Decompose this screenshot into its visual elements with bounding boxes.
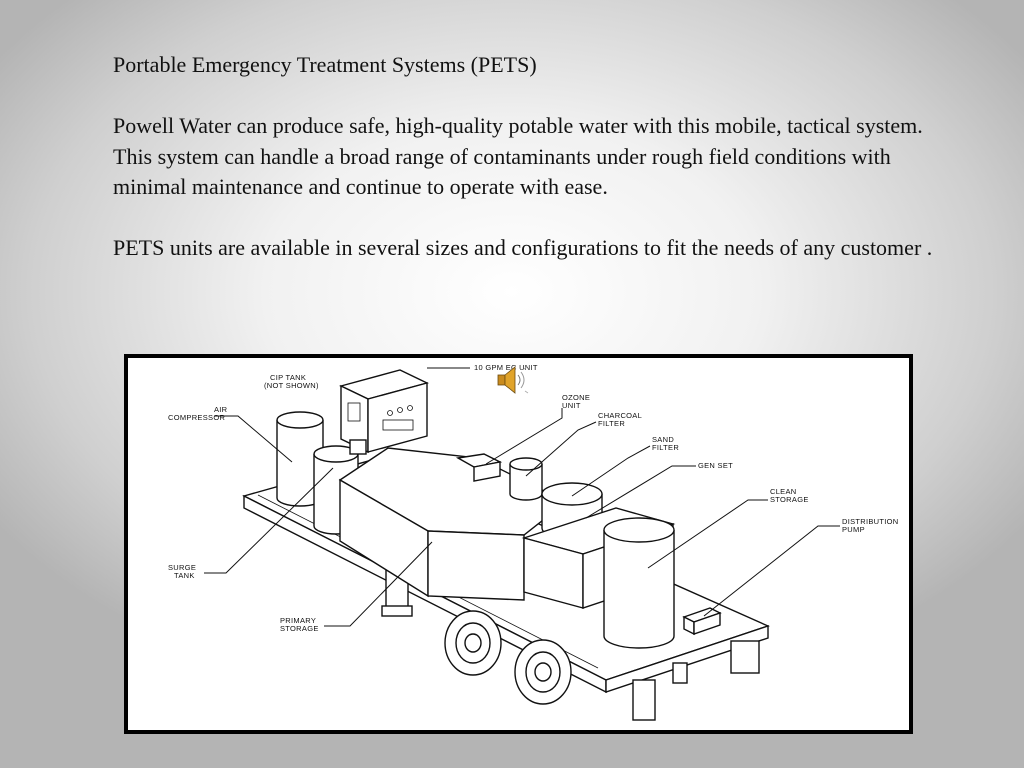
label-charcoal-filter: FILTER (598, 419, 625, 428)
primary-storage (338, 447, 568, 601)
charcoal-filter (509, 457, 543, 501)
label-sand-filter: FILTER (652, 443, 679, 452)
label-sand: SAND (652, 435, 674, 444)
label-clean: CLEAN (770, 487, 797, 496)
ec-unit (339, 369, 429, 455)
air-compressor (276, 411, 324, 507)
slide-title: Portable Emergency Treatment Systems (PE… (113, 52, 537, 77)
ozone-unit (455, 453, 503, 482)
label-primary: PRIMARY (280, 616, 316, 625)
label-compressor: COMPRESSOR (168, 413, 225, 422)
availability-paragraph: PETS units are available in several size… (113, 235, 933, 260)
mud-flaps (632, 640, 760, 721)
leader-lines (204, 367, 840, 627)
label-ec-unit: 10 GPM EC UNIT (474, 363, 538, 372)
label-distribution: DISTRIBUTION (842, 517, 899, 526)
distribution-pump (682, 607, 722, 636)
label-charcoal: CHARCOAL (598, 411, 642, 420)
label-ozone-unit: UNIT (562, 401, 581, 410)
label-gen-set: GEN SET (698, 461, 733, 470)
label-surge: SURGE (168, 563, 196, 572)
diagram-labels: CIP TANK (NOT SHOWN) AIR COMPRESSOR 10 G… (168, 363, 899, 633)
label-primary-storage: STORAGE (280, 624, 319, 633)
label-clean-storage: STORAGE (770, 495, 809, 504)
clean-storage (603, 517, 675, 649)
trailer-diagram: CIP TANK (NOT SHOWN) AIR COMPRESSOR 10 G… (124, 354, 913, 734)
slide-text: Portable Emergency Treatment Systems (PE… (113, 50, 943, 264)
wheels (444, 610, 572, 705)
label-cip-tank: CIP TANK (270, 373, 306, 382)
label-air: AIR (214, 405, 228, 414)
label-surge-tank: TANK (174, 571, 195, 580)
label-cip-tank-note: (NOT SHOWN) (264, 381, 319, 390)
speaker-icon[interactable] (497, 366, 529, 394)
label-distribution-pump: PUMP (842, 525, 865, 534)
label-ozone: OZONE (562, 393, 590, 402)
description-paragraph: Powell Water can produce safe, high-qual… (113, 113, 923, 199)
